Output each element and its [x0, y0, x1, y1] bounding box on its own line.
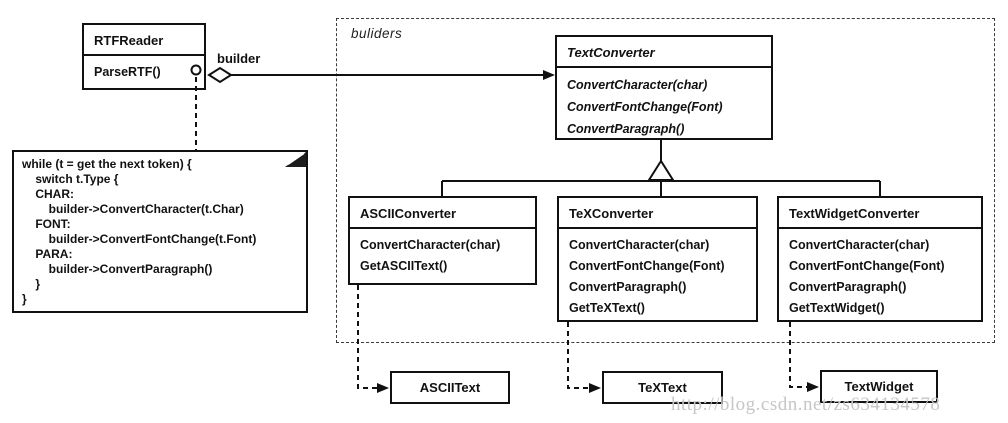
association-role-label: builder	[217, 51, 261, 66]
class-title: TeXText	[638, 380, 687, 395]
class-title: TextConverter	[557, 37, 771, 68]
note-line: while (t = get the next token) {	[22, 157, 192, 171]
class-box-textconverter: TextConverter ConvertCharacter(char) Con…	[555, 35, 773, 140]
class-title: ASCIIConverter	[350, 198, 535, 229]
class-method: ConvertParagraph()	[569, 280, 687, 294]
note-line: builder->ConvertCharacter(t.Char)	[22, 202, 244, 216]
class-box-rtfreader: RTFReader ParseRTF()	[82, 23, 206, 90]
note-line: }	[22, 277, 41, 291]
class-method: ConvertCharacter(char)	[567, 78, 708, 92]
creates-dashed-line-ascii	[357, 285, 378, 389]
class-title: TextWidget	[844, 379, 914, 394]
aggregation-diamond-icon	[207, 66, 233, 84]
class-box-textext: TeXText	[602, 371, 723, 404]
creates-dashed-line-widget	[789, 322, 808, 388]
class-box-asciiconverter: ASCIIConverter ConvertCharacter(char) Ge…	[348, 196, 537, 285]
arrowhead-icon	[543, 70, 555, 80]
class-method: ConvertFontChange(Font)	[789, 259, 945, 273]
note-line: FONT:	[22, 217, 71, 231]
class-title: RTFReader	[84, 25, 204, 56]
class-method: ParseRTF()	[94, 65, 161, 79]
class-title: ASCIIText	[419, 380, 481, 395]
package-label: buliders	[351, 26, 403, 41]
class-box-textwidgetconverter: TextWidgetConverter ConvertCharacter(cha…	[777, 196, 983, 322]
folded-corner-icon	[285, 152, 306, 167]
class-method: GetASCIIText()	[360, 259, 448, 273]
creates-dashed-line-tex	[567, 322, 590, 389]
class-method: GetTeXText()	[569, 301, 645, 315]
arrowhead-icon	[377, 383, 389, 393]
note-line: builder->ConvertFontChange(t.Font)	[22, 232, 257, 246]
pseudocode-note: while (t = get the next token) { switch …	[12, 150, 308, 313]
note-line: PARA:	[22, 247, 73, 261]
class-method: ConvertParagraph()	[789, 280, 907, 294]
class-method: ConvertCharacter(char)	[360, 238, 501, 252]
inheritance-triangle-icon	[647, 159, 675, 181]
note-line: }	[22, 292, 27, 306]
class-method: ConvertCharacter(char)	[569, 238, 710, 252]
arrowhead-icon	[807, 382, 819, 392]
class-method: ConvertFontChange(Font)	[567, 100, 723, 114]
class-method: ConvertFontChange(Font)	[569, 259, 725, 273]
note-line: switch t.Type {	[22, 172, 119, 186]
class-method: GetTextWidget()	[789, 301, 885, 315]
class-box-asciitext: ASCIIText	[390, 371, 510, 404]
class-method: ConvertCharacter(char)	[789, 238, 930, 252]
class-title: TeXConverter	[559, 198, 756, 229]
class-box-textwidget: TextWidget	[820, 370, 938, 403]
annotation-circle-icon	[190, 64, 202, 76]
package-builders: buliders	[336, 18, 995, 343]
watermark-text: http://blog.csdn.net/zs634134578	[671, 394, 941, 415]
class-method: ConvertParagraph()	[567, 122, 685, 136]
arrowhead-icon	[589, 383, 601, 393]
note-line: CHAR:	[22, 187, 74, 201]
class-title: TextWidgetConverter	[779, 198, 981, 229]
class-box-texconverter: TeXConverter ConvertCharacter(char) Conv…	[557, 196, 758, 322]
note-line: builder->ConvertParagraph()	[22, 262, 213, 276]
